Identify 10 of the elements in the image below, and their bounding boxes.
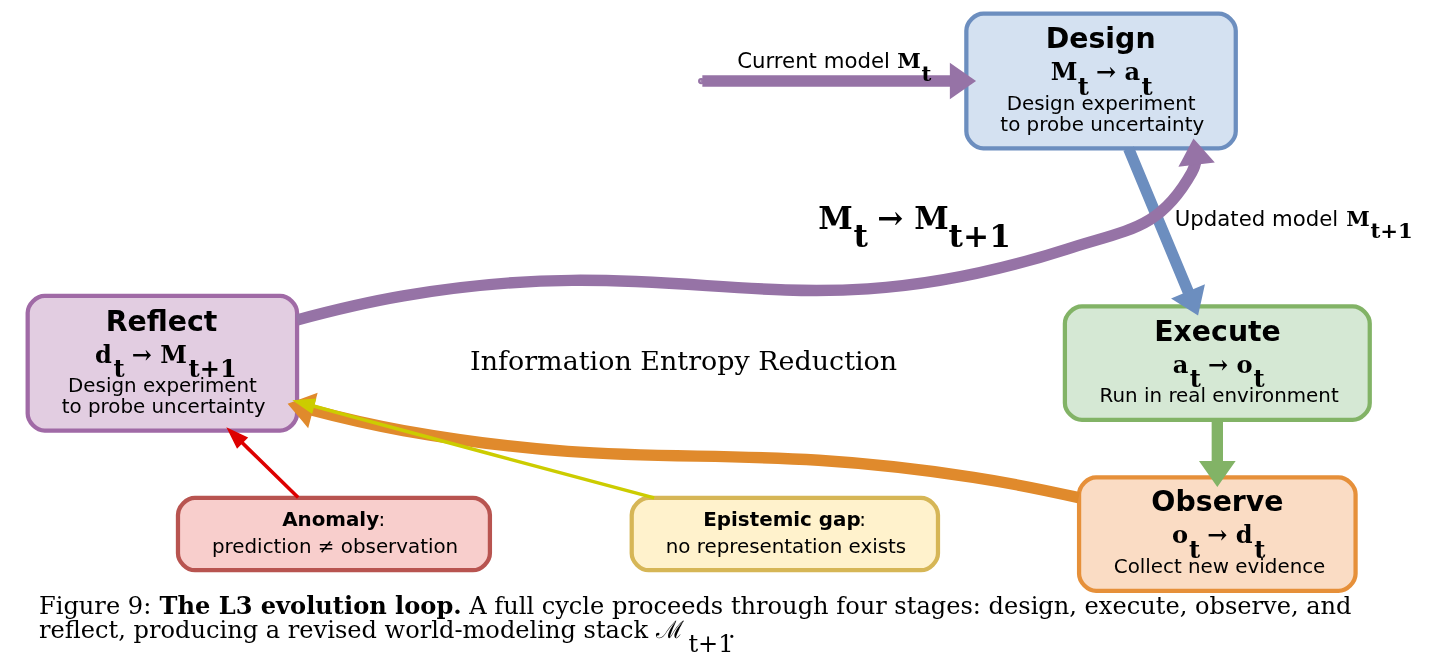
arrow [1123,146,1205,316]
arrow [1199,420,1236,488]
arrow [287,392,1080,504]
node-box: Epistemic gap: no representation exists [629,495,941,573]
arrow [295,138,1215,326]
arrow [702,62,977,100]
node-box: Anomaly: prediction ≠ observation [175,495,493,573]
label: Information Entropy Reduction [470,344,898,376]
arrow [226,427,300,499]
arrow [292,398,655,500]
